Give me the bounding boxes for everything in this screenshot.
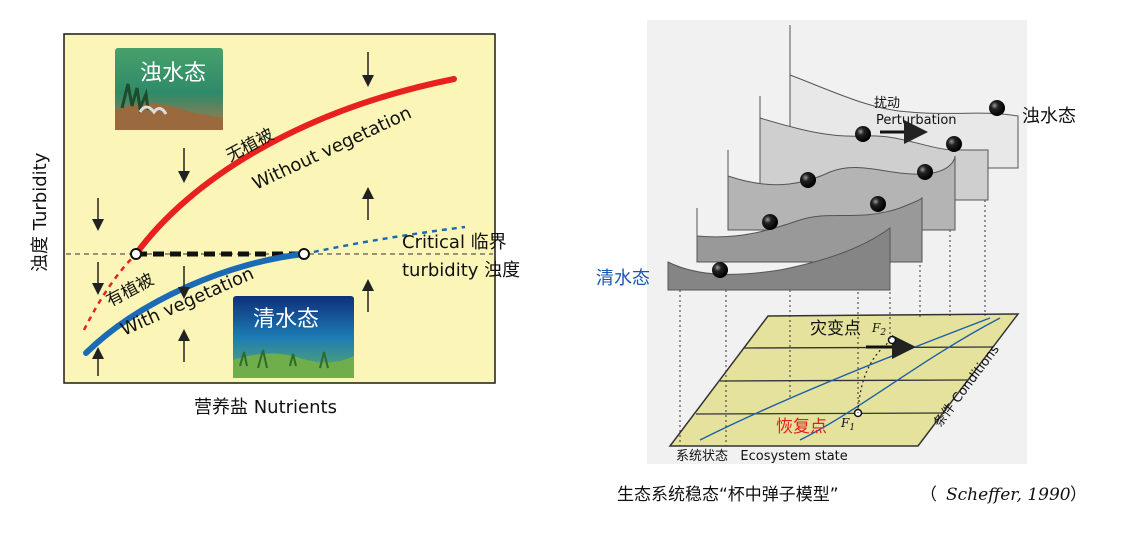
marble-7 bbox=[870, 196, 886, 212]
perturbation-cn: 扰动 bbox=[874, 96, 900, 111]
marble-6 bbox=[762, 214, 778, 230]
threshold-point-left bbox=[131, 249, 141, 259]
marble-1 bbox=[989, 100, 1005, 116]
critical-turbidity-line2: turbidity 浊度 bbox=[402, 260, 520, 281]
caption-main: 生态系统稳态“杯中弹子模型” bbox=[617, 485, 839, 505]
left-clear-state-label: 清水态 bbox=[253, 307, 319, 332]
marble-2 bbox=[855, 126, 871, 142]
caption-open-paren: （ bbox=[920, 485, 937, 505]
ecosystem-state-axis-label: 系统状态 Ecosystem state bbox=[676, 449, 848, 464]
turbid-state-image: 浊水态 bbox=[115, 48, 223, 130]
right-turbid-state-label: 浊水态 bbox=[1022, 106, 1076, 127]
right-diagram: 扰动 Perturbation 浊水态 清水态 灾变点 F2 恢复点 F1 条件… bbox=[596, 20, 1076, 464]
right-clear-state-label: 清水态 bbox=[596, 268, 650, 289]
marble-4 bbox=[800, 172, 816, 188]
marble-8 bbox=[712, 262, 728, 278]
x-axis-label: 营养盐 Nutrients bbox=[194, 397, 337, 418]
marble-3 bbox=[946, 136, 962, 152]
caption: 生态系统稳态“杯中弹子模型” （ Scheffer, 1990 ） bbox=[617, 485, 1087, 505]
critical-turbidity-line1: Critical 临界 bbox=[402, 232, 507, 253]
catastrophe-point-label: 灾变点 bbox=[810, 319, 861, 339]
caption-reference: Scheffer, 1990 bbox=[946, 485, 1071, 505]
caption-close-paren: ） bbox=[1070, 485, 1087, 505]
threshold-point-right bbox=[299, 249, 309, 259]
left-turbid-state-label: 浊水态 bbox=[140, 61, 206, 86]
marble-5 bbox=[917, 164, 933, 180]
clear-state-image: 清水态 bbox=[233, 296, 354, 378]
perturbation-en: Perturbation bbox=[876, 113, 957, 128]
left-diagram: 浊水态 清水态 无植被 Without vegetation 有植被 With … bbox=[30, 34, 520, 418]
recovery-point-label: 恢复点 bbox=[776, 417, 827, 437]
y-axis-label: 浊度 Turbidity bbox=[30, 152, 51, 272]
